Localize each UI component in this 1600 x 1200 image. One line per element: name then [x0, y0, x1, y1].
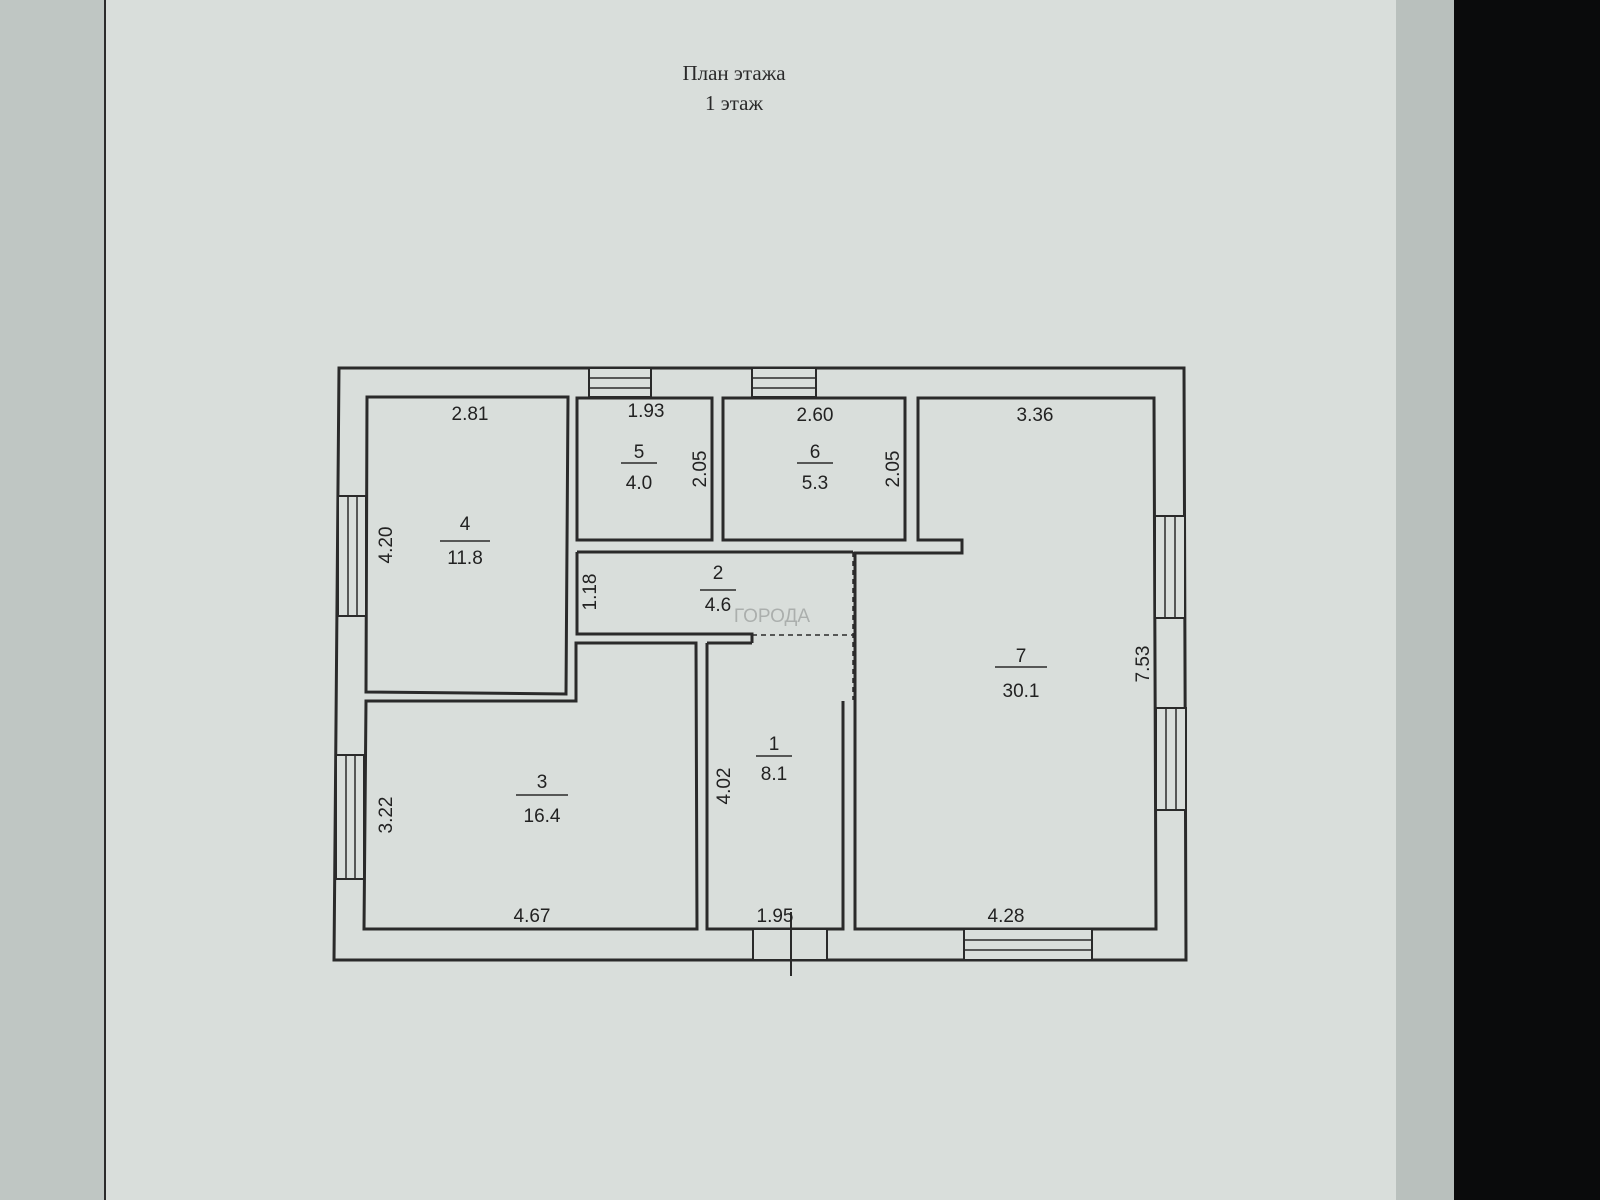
outer-wall: [332, 366, 1188, 962]
room-3-outline: [362, 641, 699, 931]
dim-room7-height: 7.53: [1133, 646, 1154, 683]
dim-room6-width: 2.60: [797, 405, 834, 426]
room-2-number: 2: [713, 563, 724, 584]
dim-room7-bottom: 4.28: [988, 906, 1025, 927]
room-4-number: 4: [460, 514, 471, 535]
room-1-number: 1: [769, 734, 780, 755]
room-5-number: 5: [634, 442, 645, 463]
plan-title: План этажа: [682, 61, 786, 85]
dim-room1-width: 1.95: [757, 906, 794, 927]
floor-label: 1 этаж: [704, 91, 764, 115]
dim-room6-height: 2.05: [883, 451, 904, 488]
room-5-area: 4.0: [626, 473, 652, 494]
window: [335, 754, 365, 880]
dim-room1-height: 4.02: [714, 768, 735, 805]
dim-room4-height: 4.20: [376, 527, 397, 564]
watermark: ГОРОДА: [734, 606, 810, 627]
dim-room2-height: 1.18: [580, 574, 601, 611]
dim-room3-height: 3.22: [376, 797, 397, 834]
dark-background-edge: [1454, 0, 1600, 1200]
room-7-area: 30.1: [1003, 681, 1040, 702]
dim-room7-width: 3.36: [1017, 405, 1054, 426]
room-2-area: 4.6: [705, 595, 731, 616]
dim-room3-width: 4.67: [514, 906, 551, 927]
plan-title-block: План этажа 1 этаж: [604, 58, 864, 118]
room-3-number: 3: [537, 772, 548, 793]
room-6-area: 5.3: [802, 473, 828, 494]
room-1-area: 8.1: [761, 764, 787, 785]
room-5-outline: [575, 396, 714, 542]
room-6-outline: [721, 396, 907, 542]
dim-room5-width: 1.93: [628, 401, 665, 422]
dim-room5-height: 2.05: [690, 451, 711, 488]
window: [963, 928, 1093, 961]
room-7-number: 7: [1016, 646, 1027, 667]
window: [1155, 707, 1187, 811]
window: [1154, 515, 1186, 619]
window: [751, 367, 817, 398]
room-4-area: 11.8: [447, 548, 483, 569]
room-6-number: 6: [810, 442, 821, 463]
left-margin: [0, 0, 104, 1200]
room-2-outline: [575, 550, 853, 643]
window: [337, 495, 367, 617]
dim-room4-width: 2.81: [452, 404, 489, 425]
right-margin: [1396, 0, 1454, 1200]
window: [588, 367, 652, 398]
room-3-area: 16.4: [524, 806, 561, 827]
